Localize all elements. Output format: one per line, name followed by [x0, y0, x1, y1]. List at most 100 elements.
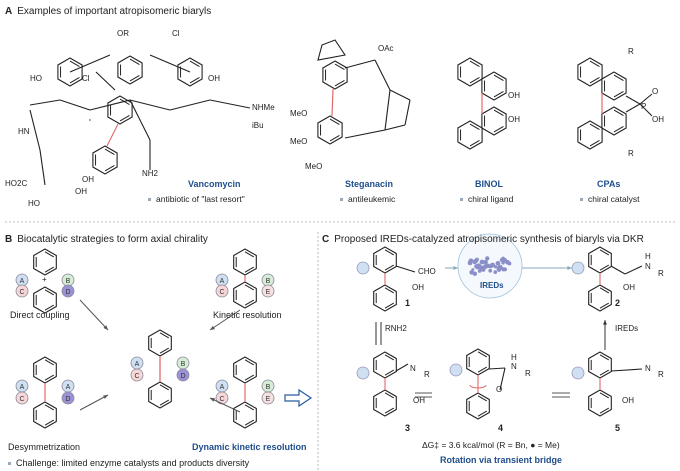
atom-label: OH: [412, 284, 424, 292]
benzene-ring: [118, 56, 142, 84]
binol-name: BINOL: [475, 180, 503, 189]
atom-label: MeO: [305, 163, 322, 171]
bond: [345, 60, 375, 68]
atom-label: R: [658, 371, 664, 379]
double-bond: [590, 124, 599, 129]
double-bond: [470, 61, 479, 66]
substituent-b: B: [266, 384, 271, 391]
substituent-a: A: [20, 278, 25, 285]
compound-number: 1: [405, 299, 410, 308]
bond: [396, 364, 408, 371]
compound-number: 3: [405, 424, 410, 433]
bond: [385, 90, 390, 130]
double-bond: [614, 126, 623, 131]
double-bond: [494, 110, 503, 115]
ireds-label: IREDs: [480, 282, 504, 290]
benzene-ring: [602, 107, 626, 135]
benzene-ring: [234, 402, 257, 428]
steganacin-desc: antileukemic: [340, 195, 395, 204]
double-bond: [105, 165, 114, 170]
double-bond: [160, 400, 169, 405]
benzene-ring: [93, 146, 117, 174]
benzene-ring: [374, 390, 397, 416]
strategy-direct-coupling: Direct coupling: [10, 311, 70, 320]
protein-blob: [486, 264, 489, 267]
cpas-desc: chiral catalyst: [580, 195, 640, 204]
bond: [150, 55, 190, 72]
protein-blob: [501, 257, 504, 260]
protein-blob: [493, 270, 497, 274]
double-bond: [478, 367, 487, 372]
bond: [70, 55, 110, 72]
strategy-arrow: [80, 300, 108, 330]
substituent-a: A: [220, 278, 225, 285]
bond: [96, 72, 115, 90]
double-bond: [385, 303, 394, 308]
bond: [30, 110, 40, 150]
benzene-ring: [34, 357, 57, 383]
atom-label: O: [496, 386, 502, 394]
benzene-ring: [482, 107, 506, 135]
benzene-ring: [149, 330, 172, 356]
benzene-ring: [374, 247, 397, 273]
substituent-c: C: [19, 396, 24, 403]
double-bond: [385, 355, 394, 360]
double-bond: [45, 405, 54, 410]
double-bond: [190, 77, 199, 82]
atom-label: OH: [75, 188, 87, 196]
challenge-note: Challenge: limited enzyme catalysts and …: [8, 459, 249, 468]
protein-blob: [483, 260, 487, 264]
double-bond: [45, 252, 54, 257]
benzene-ring: [34, 249, 57, 275]
atom-label: iBu: [252, 122, 264, 130]
double-bond: [130, 75, 139, 80]
bond: [611, 266, 625, 274]
benzene-ring: [589, 352, 612, 378]
protein-blob: [488, 269, 492, 273]
methyl-circle: [450, 364, 462, 376]
atom-label: HO: [28, 200, 40, 208]
benzene-ring: [374, 352, 397, 378]
atom-label: R: [658, 270, 664, 278]
double-bond: [385, 370, 394, 375]
atom-label: R: [628, 48, 634, 56]
double-bond: [45, 290, 54, 295]
protein-blob: [473, 259, 478, 264]
benzene-ring: [578, 58, 602, 86]
double-bond: [335, 64, 344, 69]
atom-label: Cl: [172, 30, 180, 38]
double-bond: [614, 75, 623, 80]
atom-label: NH2: [142, 170, 158, 178]
double-bond: [45, 267, 54, 272]
atom-label: P: [641, 103, 646, 111]
double-bond: [600, 250, 609, 255]
substituent-b: B: [66, 278, 71, 285]
arrowhead: [453, 266, 458, 270]
strategy-desymmetrization: Desymmetrization: [8, 443, 80, 452]
benzene-ring: [578, 121, 602, 149]
strategy-kinetic-resolution: Kinetic resolution: [213, 311, 282, 320]
double-bond: [160, 348, 169, 353]
double-bond: [45, 375, 54, 380]
atom-label: O: [652, 88, 658, 96]
double-bond: [120, 115, 129, 120]
double-bond: [494, 75, 503, 80]
substituent-c: C: [19, 289, 24, 296]
vancomycin-desc: antibiotic of "last resort": [148, 195, 245, 204]
double-bond: [245, 420, 254, 425]
hollow-arrow: [285, 390, 311, 406]
benzene-ring: [149, 382, 172, 408]
double-bond: [614, 110, 623, 115]
double-bond: [614, 91, 623, 96]
atom-label: MeO: [290, 110, 307, 118]
benzene-ring: [234, 282, 257, 308]
atom-label: HN: [18, 128, 30, 136]
double-bond: [600, 303, 609, 308]
double-bond: [385, 250, 394, 255]
benzene-ring: [589, 390, 612, 416]
protein-blob: [473, 271, 478, 276]
plus-sign: +: [42, 276, 47, 284]
atom-label: NHMe: [252, 104, 275, 112]
double-bond: [105, 149, 114, 154]
protein-blob: [481, 267, 486, 272]
